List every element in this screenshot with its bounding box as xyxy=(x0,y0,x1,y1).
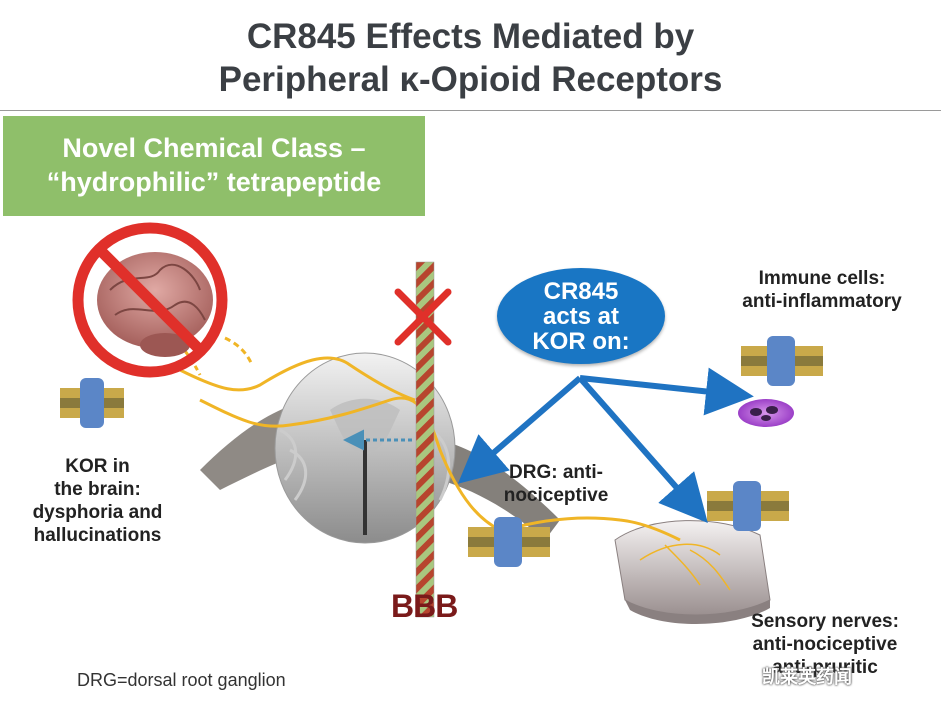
chemical-class-line-2: “hydrophilic” tetrapeptide xyxy=(46,167,382,197)
sensory-label-line-1: Sensory nerves: xyxy=(751,611,899,632)
chemical-class-line-1: Novel Chemical Class – xyxy=(62,133,366,163)
immune-label-line-2: anti-inflammatory xyxy=(742,291,902,312)
slide-title-line-2: Peripheral κ-Opioid Receptors xyxy=(218,60,723,99)
chemical-class-banner: Novel Chemical Class – “hydrophilic” tet… xyxy=(3,116,425,216)
bbb-barrier xyxy=(415,261,435,618)
brain-label-line-3: dysphoria and xyxy=(32,502,163,523)
brain-label-line-4: hallucinations xyxy=(33,525,162,546)
bubble-line-2: acts at xyxy=(542,303,620,330)
title-divider xyxy=(0,110,941,111)
drg-label-line-2: nociceptive xyxy=(503,485,609,506)
watermark: 凯莱英药闻 xyxy=(762,667,852,687)
sensory-nerves-label: Sensory nerves: anti-nociceptive anti-pr… xyxy=(730,610,920,679)
brain-kor-label: KOR in the brain: dysphoria and hallucin… xyxy=(10,455,185,547)
skin-tissue-block xyxy=(614,520,771,625)
receptor-icon-sensory xyxy=(707,481,789,531)
cr845-bubble: CR845 acts at KOR on: xyxy=(497,268,665,364)
brain-label-line-1: KOR in xyxy=(65,456,130,477)
receptor-icon-brain xyxy=(60,378,124,428)
footnote: DRG=dorsal root ganglion xyxy=(77,670,286,690)
immune-cells-label: Immune cells: anti-inflammatory xyxy=(722,267,922,313)
bubble-line-3: KOR on: xyxy=(532,328,630,355)
sensory-label-line-3: anti-pruritic xyxy=(772,657,878,678)
action-arrows xyxy=(457,367,754,524)
immune-label-line-1: Immune cells: xyxy=(758,268,886,289)
receptor-icon-drg xyxy=(468,517,550,567)
slide-title-line-1: CR845 Effects Mediated by xyxy=(246,17,695,56)
spinal-cord xyxy=(200,352,560,544)
brain-label-line-2: the brain: xyxy=(54,479,141,500)
immune-cell-icon xyxy=(738,399,794,427)
bbb-label: BBB xyxy=(391,588,458,624)
blocked-cross-icon xyxy=(394,288,452,346)
receptor-icon-immune xyxy=(741,336,823,386)
sensory-label-line-2: anti-nociceptive xyxy=(752,634,898,655)
drg-label: DRG: anti- nociceptive xyxy=(486,461,626,507)
drg-label-line-1: DRG: anti- xyxy=(509,462,603,483)
bubble-line-1: CR845 xyxy=(543,278,619,305)
prohibited-icon xyxy=(72,222,228,378)
